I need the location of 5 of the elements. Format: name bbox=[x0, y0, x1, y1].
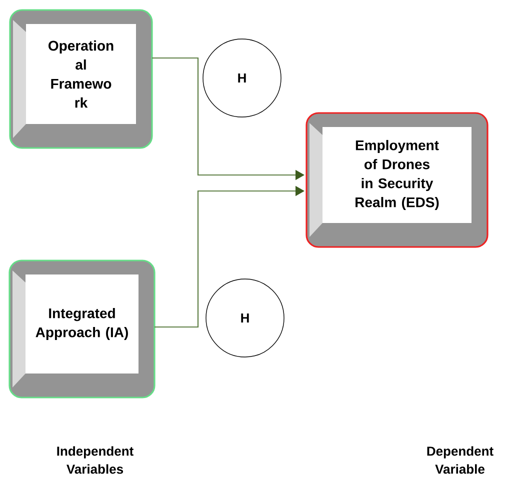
variable-box: Operation al Framewo rk bbox=[9, 9, 153, 149]
variable-box: Employment of Drones in Security Realm (EDS) bbox=[306, 112, 488, 248]
variable-box: Integrated Approach (IA) bbox=[8, 260, 156, 398]
column-label: Dependent Variable bbox=[427, 446, 494, 474]
column-label: Independent Variables bbox=[57, 446, 134, 474]
